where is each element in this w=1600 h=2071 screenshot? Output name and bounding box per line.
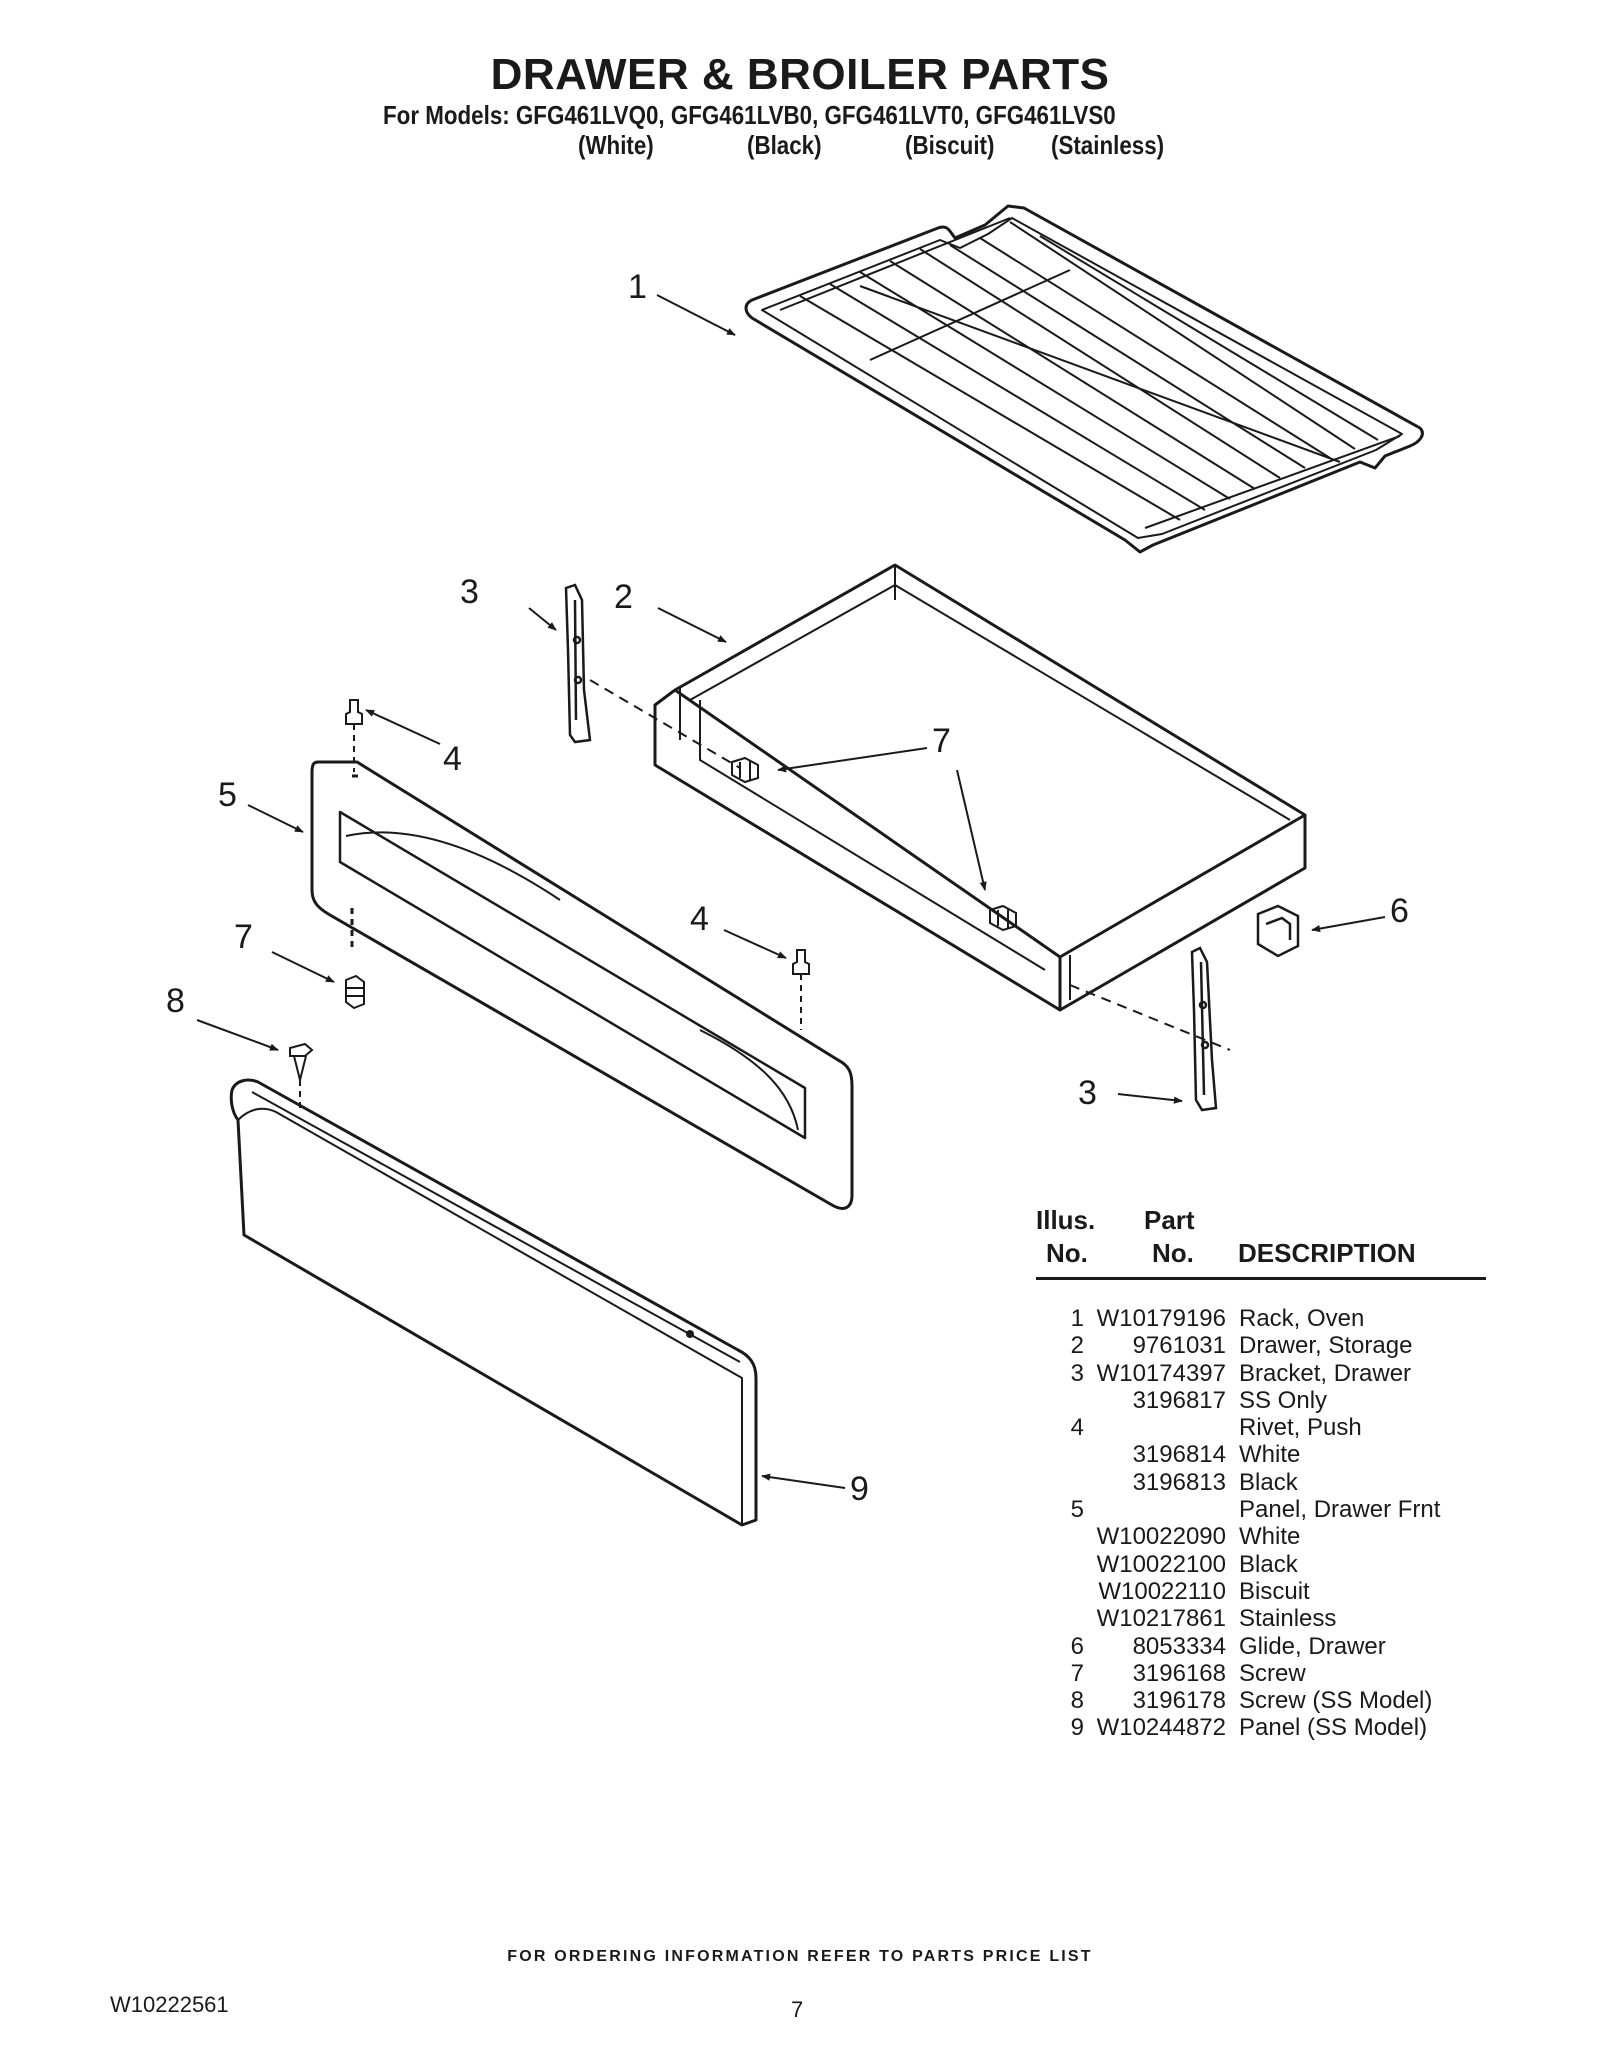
illus-number: 5 xyxy=(1070,1496,1084,1524)
part-number: 3196168 xyxy=(1132,1659,1226,1687)
callout-3-upper: 3 xyxy=(460,573,479,611)
callout-4-lower: 4 xyxy=(690,900,709,938)
part-description: Black xyxy=(1239,1550,1298,1578)
part-number: W10179196 xyxy=(1096,1305,1226,1332)
callout-9: 9 xyxy=(850,1470,869,1508)
illus-number: 1 xyxy=(1070,1305,1084,1332)
header-part-line2: No. xyxy=(1152,1238,1194,1268)
variant-biscuit: (Biscuit) xyxy=(905,130,995,160)
table-row: 3196813 Black xyxy=(1036,1469,1486,1496)
panel-screw xyxy=(345,974,365,1010)
illus-number: 3 xyxy=(1070,1359,1084,1387)
table-row: 8 3196178 Screw (SS Model) xyxy=(1036,1687,1486,1714)
part-description: Biscuit xyxy=(1239,1577,1310,1605)
parts-rows: 1 W10179196 Rack, Oven 2 9761031 Drawer, Stor… xyxy=(1036,1305,1486,1742)
table-row: 7 3196168 Screw xyxy=(1036,1660,1486,1687)
illus-number: 7 xyxy=(1070,1659,1084,1687)
part-description: Drawer, Storage xyxy=(1239,1332,1413,1360)
callout-7-panel: 7 xyxy=(234,918,253,956)
part-description: Screw xyxy=(1239,1659,1306,1687)
part-description: Panel, Drawer Frnt xyxy=(1239,1496,1441,1524)
callout-3-lower: 3 xyxy=(1078,1074,1097,1112)
part-description: Glide, Drawer xyxy=(1239,1632,1386,1660)
page-number: 7 xyxy=(791,1997,804,2022)
storage-drawer xyxy=(653,563,1307,1012)
illus-number: 6 xyxy=(1070,1632,1084,1660)
table-row: 3196814 White xyxy=(1036,1441,1486,1468)
variant-white: (White) xyxy=(578,130,654,160)
callout-7-drawer: 7 xyxy=(932,722,951,760)
illus-number: 4 xyxy=(1070,1414,1084,1442)
header-illus-line1: Illus. xyxy=(1036,1205,1096,1235)
document-number: W10222561 xyxy=(110,1992,229,2017)
table-row: 2 9761031 Drawer, Storage xyxy=(1036,1332,1486,1359)
part-description: Black xyxy=(1239,1468,1298,1496)
part-description: Rivet, Push xyxy=(1239,1414,1362,1442)
page-title: DRAWER & BROILER PARTS xyxy=(490,50,1110,99)
part-description: Stainless xyxy=(1239,1605,1337,1633)
table-row: 4 Rivet, Push xyxy=(1036,1414,1486,1441)
callout-6: 6 xyxy=(1390,892,1409,930)
drawer-bracket-left xyxy=(564,583,592,744)
part-description: Screw (SS Model) xyxy=(1239,1687,1433,1715)
part-number: 8053334 xyxy=(1132,1632,1226,1660)
drawer-front-panel xyxy=(310,760,854,1210)
ss-model-panel xyxy=(229,1078,758,1527)
part-number: W10217861 xyxy=(1096,1605,1226,1633)
callout-5: 5 xyxy=(218,776,237,814)
callout-8: 8 xyxy=(166,982,185,1020)
part-description: Rack, Oven xyxy=(1239,1305,1365,1332)
part-description: Panel (SS Model) xyxy=(1239,1714,1428,1742)
table-row: 9 W10244872 Panel (SS Model) xyxy=(1036,1714,1486,1741)
callout-1: 1 xyxy=(628,268,647,306)
table-row: 3 W10174397 Bracket, Drawer xyxy=(1036,1360,1486,1387)
part-number: 9761031 xyxy=(1132,1332,1226,1360)
ordering-note: FOR ORDERING INFORMATION REFER TO PARTS … xyxy=(507,1948,1093,1965)
table-row: W10022110 Biscuit xyxy=(1036,1578,1486,1605)
part-number: 3196813 xyxy=(1132,1468,1226,1496)
part-number: W10244872 xyxy=(1096,1714,1226,1742)
part-description: SS Only xyxy=(1239,1386,1328,1414)
header-description: DESCRIPTION xyxy=(1238,1238,1416,1268)
table-row: 5 Panel, Drawer Frnt xyxy=(1036,1496,1486,1523)
oven-rack xyxy=(744,204,1424,554)
drawer-glide xyxy=(1256,904,1300,958)
variant-black: (Black) xyxy=(747,130,822,160)
callout-2: 2 xyxy=(614,578,633,616)
table-row: W10022090 White xyxy=(1036,1523,1486,1550)
callout-4-upper: 4 xyxy=(443,740,462,778)
variant-stainless: (Stainless) xyxy=(1051,130,1165,160)
table-row: 1 W10179196 Rack, Oven xyxy=(1036,1305,1486,1332)
drawer-screw-lower xyxy=(989,904,1017,932)
header-illus-line2: No. xyxy=(1046,1238,1088,1268)
part-number: 3196178 xyxy=(1132,1687,1226,1715)
table-row: 6 8053334 Glide, Drawer xyxy=(1036,1633,1486,1660)
table-row: 3196817 SS Only xyxy=(1036,1387,1486,1414)
illus-number: 2 xyxy=(1070,1332,1084,1360)
illus-number: 8 xyxy=(1070,1687,1084,1715)
table-row: W10022100 Black xyxy=(1036,1551,1486,1578)
part-description: Bracket, Drawer xyxy=(1239,1359,1412,1387)
models-line: For Models: GFG461LVQ0, GFG461LVB0, GFG4… xyxy=(383,100,1116,130)
part-description: White xyxy=(1239,1523,1301,1551)
ss-model-screw xyxy=(289,1042,314,1108)
header-part-line1: Part xyxy=(1144,1205,1195,1235)
part-number: 3196814 xyxy=(1132,1441,1226,1469)
drawer-bracket-right xyxy=(1190,946,1218,1112)
push-rivet-top xyxy=(345,699,363,772)
rack-wires xyxy=(779,217,1401,529)
push-rivet-bottom xyxy=(792,949,810,1030)
part-number: 3196817 xyxy=(1132,1386,1226,1414)
illus-number: 9 xyxy=(1070,1714,1084,1742)
part-number: W10022100 xyxy=(1096,1550,1226,1578)
drawer-screw-upper xyxy=(731,756,759,784)
part-number: W10022110 xyxy=(1098,1577,1226,1605)
table-row: W10217861 Stainless xyxy=(1036,1605,1486,1632)
part-description: White xyxy=(1239,1441,1301,1469)
header-rule xyxy=(1036,1277,1486,1280)
part-number: W10022090 xyxy=(1096,1523,1226,1551)
part-number: W10174397 xyxy=(1096,1359,1226,1387)
